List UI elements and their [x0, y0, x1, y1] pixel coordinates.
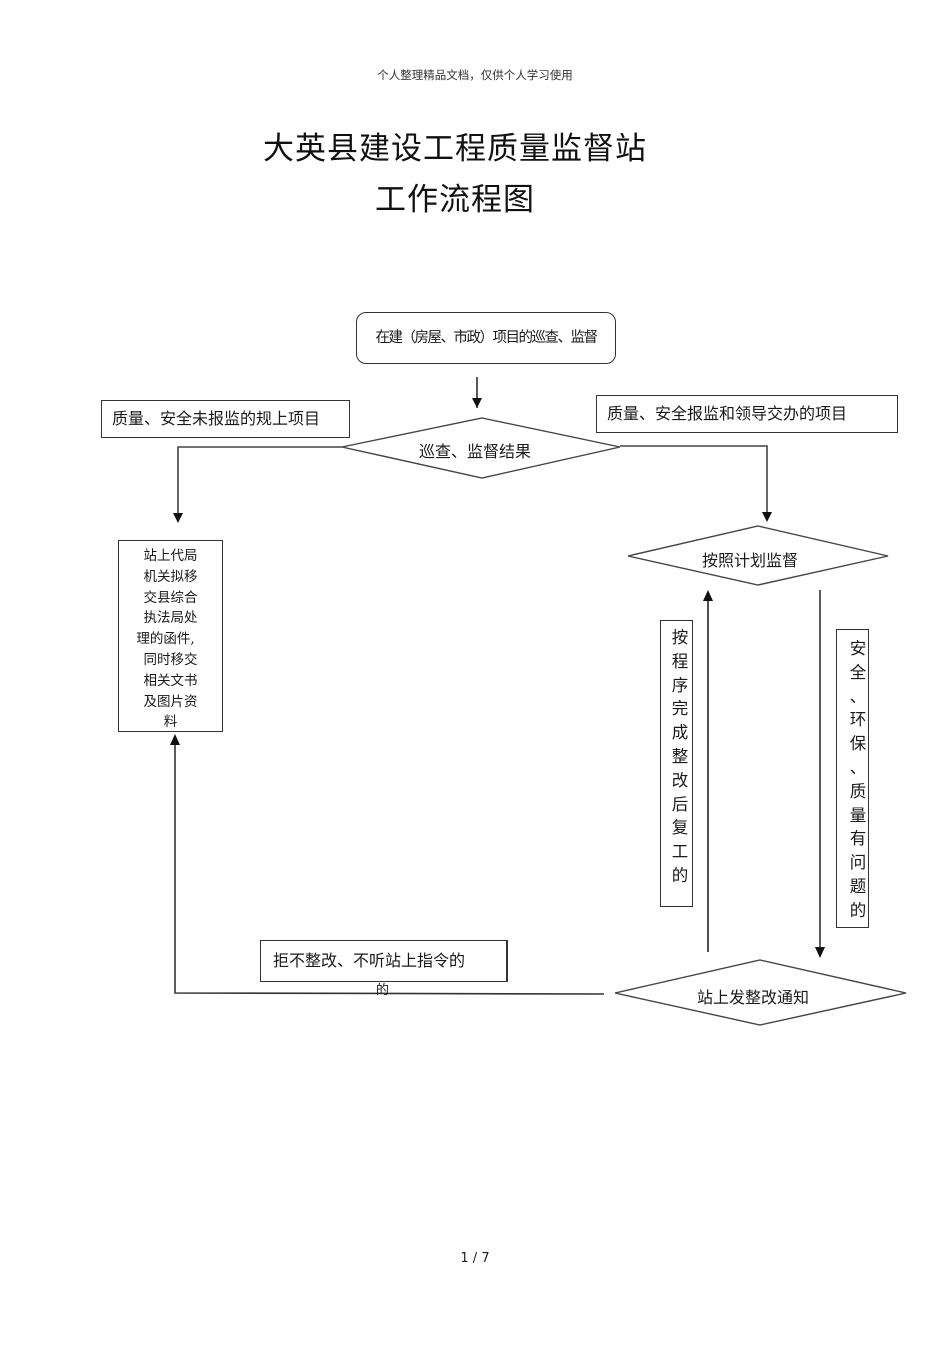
branch-right-label: 质量、安全报监和领导交办的项目: [607, 404, 848, 423]
return-label-char: 后: [671, 794, 689, 814]
branch-right-label-box: 质量、安全报监和领导交办的项目: [596, 395, 898, 433]
issue-label-char: 质: [849, 781, 867, 801]
left-action-line: 及图片资: [143, 693, 198, 710]
left-action-line: 相关文书: [143, 672, 198, 689]
connector-refuse-path: [174, 745, 605, 995]
page-subtitle: 工作流程图: [375, 182, 535, 218]
left-action-line: 交县综合: [143, 589, 198, 606]
arrowhead-refuse: [170, 734, 180, 745]
decision-diamond: [341, 417, 621, 479]
issue-label-char: 有: [849, 829, 867, 849]
start-box: 在建（房屋、市政）项目的巡查、监督: [356, 312, 616, 364]
return-label-char: 序: [671, 675, 689, 695]
issue-label-char: 保: [849, 734, 867, 754]
return-label-char: 改: [671, 770, 689, 790]
connector-left-branch: [177, 446, 342, 513]
return-label-text: 按 程 序 完 成 整 改 后 复 工 的: [665, 626, 695, 888]
issue-label-char: 、: [849, 757, 867, 777]
issue-label-char: 题: [849, 876, 867, 896]
branch-left-label-box: 质量、安全未报监的规上项目: [101, 400, 350, 438]
page-title: 大英县建设工程质量监督站: [263, 131, 647, 167]
arrowhead-start: [472, 398, 482, 408]
refuse-label-overflow: 的: [376, 983, 390, 998]
issue-label-char: 问: [849, 853, 867, 873]
refuse-label-box: 拒不整改、不听站上指令的: [260, 940, 508, 982]
return-label-char: 程: [671, 651, 689, 671]
rectification-notice-diamond: [614, 959, 907, 1026]
left-action-line: 执法局处: [143, 610, 198, 627]
header-note: 个人整理精品文档，仅供个人学习使用: [377, 68, 573, 82]
return-label-char: 整: [671, 746, 689, 766]
issue-label-char: 、: [849, 686, 867, 706]
return-label-box: 按 程 序 完 成 整 改 后 复 工 的: [660, 620, 693, 907]
left-action-line: 站上代局: [143, 548, 198, 564]
return-label-char: 按: [671, 628, 689, 647]
connector-right-branch: [620, 445, 768, 512]
issue-label-char: 的: [849, 900, 867, 920]
issue-label-char: 量: [849, 805, 867, 825]
issue-label-char: 环: [849, 710, 867, 730]
arrowhead-left-branch: [173, 513, 183, 523]
arrowhead-return: [703, 590, 713, 601]
arrowhead-issue: [815, 947, 825, 958]
left-action-line: 同时移交: [143, 651, 198, 668]
left-action-line: 理的函件,: [136, 631, 195, 648]
return-label-char: 复: [671, 818, 689, 838]
left-action-line: 机关拟移: [143, 568, 198, 585]
start-label: 在建（房屋、市政）项目的巡查、监督: [375, 329, 599, 346]
return-label-char: 完: [671, 699, 689, 719]
refuse-label: 拒不整改、不听站上指令的: [273, 951, 466, 970]
arrowhead-right-branch: [762, 512, 772, 522]
branch-left-label: 质量、安全未报监的规上项目: [112, 409, 321, 428]
plan-supervision-label: 按照计划监督: [702, 551, 799, 570]
return-label-char: 工: [671, 842, 689, 862]
page-indicator: 1 / 7: [460, 1251, 490, 1266]
left-action-line: 料: [163, 714, 178, 731]
issue-label-text: 安 全 、 环 保 、 质 量 有 问 题 的: [843, 637, 873, 923]
issue-label-char: 安: [849, 639, 867, 658]
decision-label: 巡查、监督结果: [419, 442, 532, 461]
return-label-char: 成: [671, 723, 689, 743]
issue-label-box: 安 全 、 环 保 、 质 量 有 问 题 的: [836, 629, 869, 928]
return-label-char: 的: [671, 865, 689, 885]
rectification-notice-label: 站上发整改通知: [697, 988, 810, 1007]
issue-label-char: 全: [849, 662, 867, 682]
plan-supervision-diamond: [627, 525, 889, 586]
left-action-box: 站上代局 机关拟移 交县综合 执法局处 理的函件, 同时移交 相关文书 及图片资…: [118, 540, 223, 732]
